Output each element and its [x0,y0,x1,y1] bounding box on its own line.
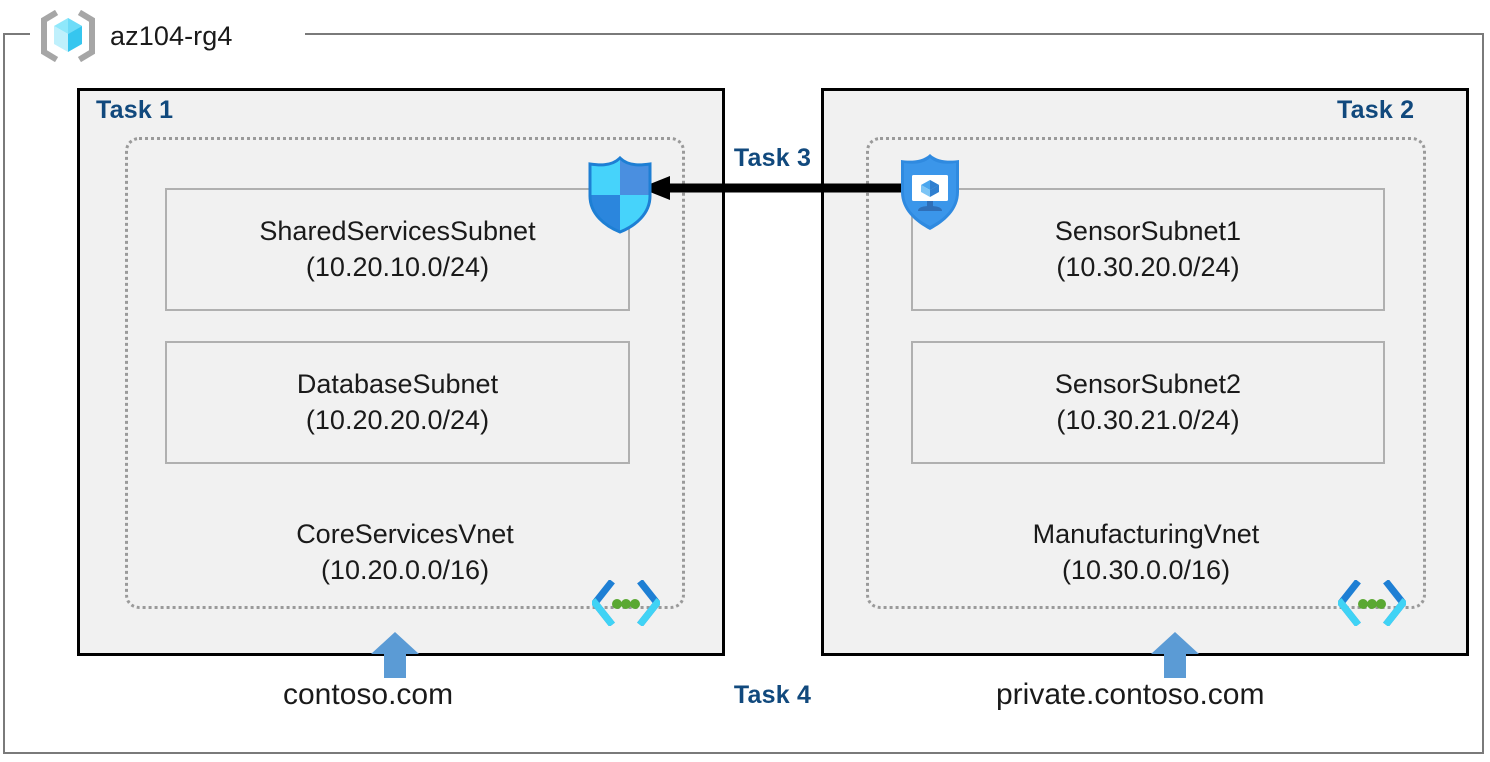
core-services-vnet-cidr: (10.20.0.0/16) [320,554,490,585]
sensor-subnet-2-cidr: (10.30.21.0/24) [1056,404,1240,435]
task2-label: Task 2 [1337,96,1415,124]
sensor-subnet-2-name: SensorSubnet2 [1054,368,1242,399]
database-subnet-box: DatabaseSubnet (10.20.20.0/24) [165,341,630,464]
database-subnet-name: DatabaseSubnet [296,368,499,399]
security-shield-icon [585,156,655,234]
manufacturing-vnet-name: ManufacturingVnet [1032,519,1260,549]
private-endpoint-shield-monitor-icon [896,152,964,232]
task4-label: Task 4 [733,681,812,709]
virtual-network-icon [592,580,660,626]
task3-label: Task 3 [733,144,812,172]
dns-link-arrow-up-icon [371,632,419,678]
manufacturing-vnet-label: ManufacturingVnet (10.30.0.0/16) [881,517,1411,588]
public-dns-zone-label: contoso.com [283,678,454,711]
resource-group-name: az104-rg4 [110,20,233,51]
virtual-network-icon [1338,580,1406,626]
resource-group-cube-icon [40,10,96,62]
core-services-vnet-name: CoreServicesVnet [296,519,514,549]
private-dns-zone-label: private.contoso.com [996,678,1265,711]
database-subnet-cidr: (10.20.20.0/24) [305,404,490,435]
task1-label: Task 1 [96,96,174,124]
peering-arrow-left-icon [640,176,915,200]
core-services-vnet-boundary [125,137,685,609]
sensor-subnet-2-box: SensorSubnet2 (10.30.21.0/24) [911,341,1385,464]
dns-link-arrow-up-icon [1151,632,1199,678]
manufacturing-vnet-cidr: (10.30.0.0/16) [1061,554,1231,585]
shared-services-subnet-name: SharedServicesSubnet [259,215,536,246]
resource-group-header: az104-rg4 [40,8,232,64]
shared-services-subnet-box: SharedServicesSubnet (10.20.10.0/24) [165,188,630,311]
sensor-subnet-1-cidr: (10.30.20.0/24) [1056,251,1240,282]
sensor-subnet-1-box: SensorSubnet1 (10.30.20.0/24) [911,188,1385,311]
sensor-subnet-1-name: SensorSubnet1 [1054,215,1242,246]
manufacturing-vnet-boundary [866,137,1426,609]
shared-services-subnet-cidr: (10.20.10.0/24) [305,251,490,282]
core-services-vnet-label: CoreServicesVnet (10.20.0.0/16) [140,517,670,588]
resource-group-boundary [3,33,1484,754]
